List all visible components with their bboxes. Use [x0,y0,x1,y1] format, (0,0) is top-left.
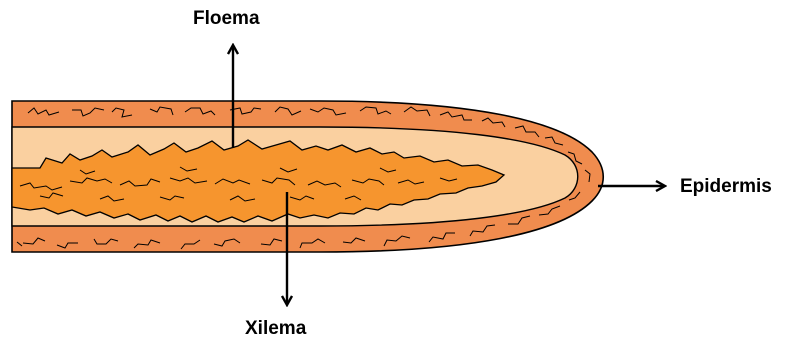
xilema-label: Xilema [245,319,306,338]
epidermis-label: Epidermis [680,177,772,196]
floema-label: Floema [193,9,260,28]
